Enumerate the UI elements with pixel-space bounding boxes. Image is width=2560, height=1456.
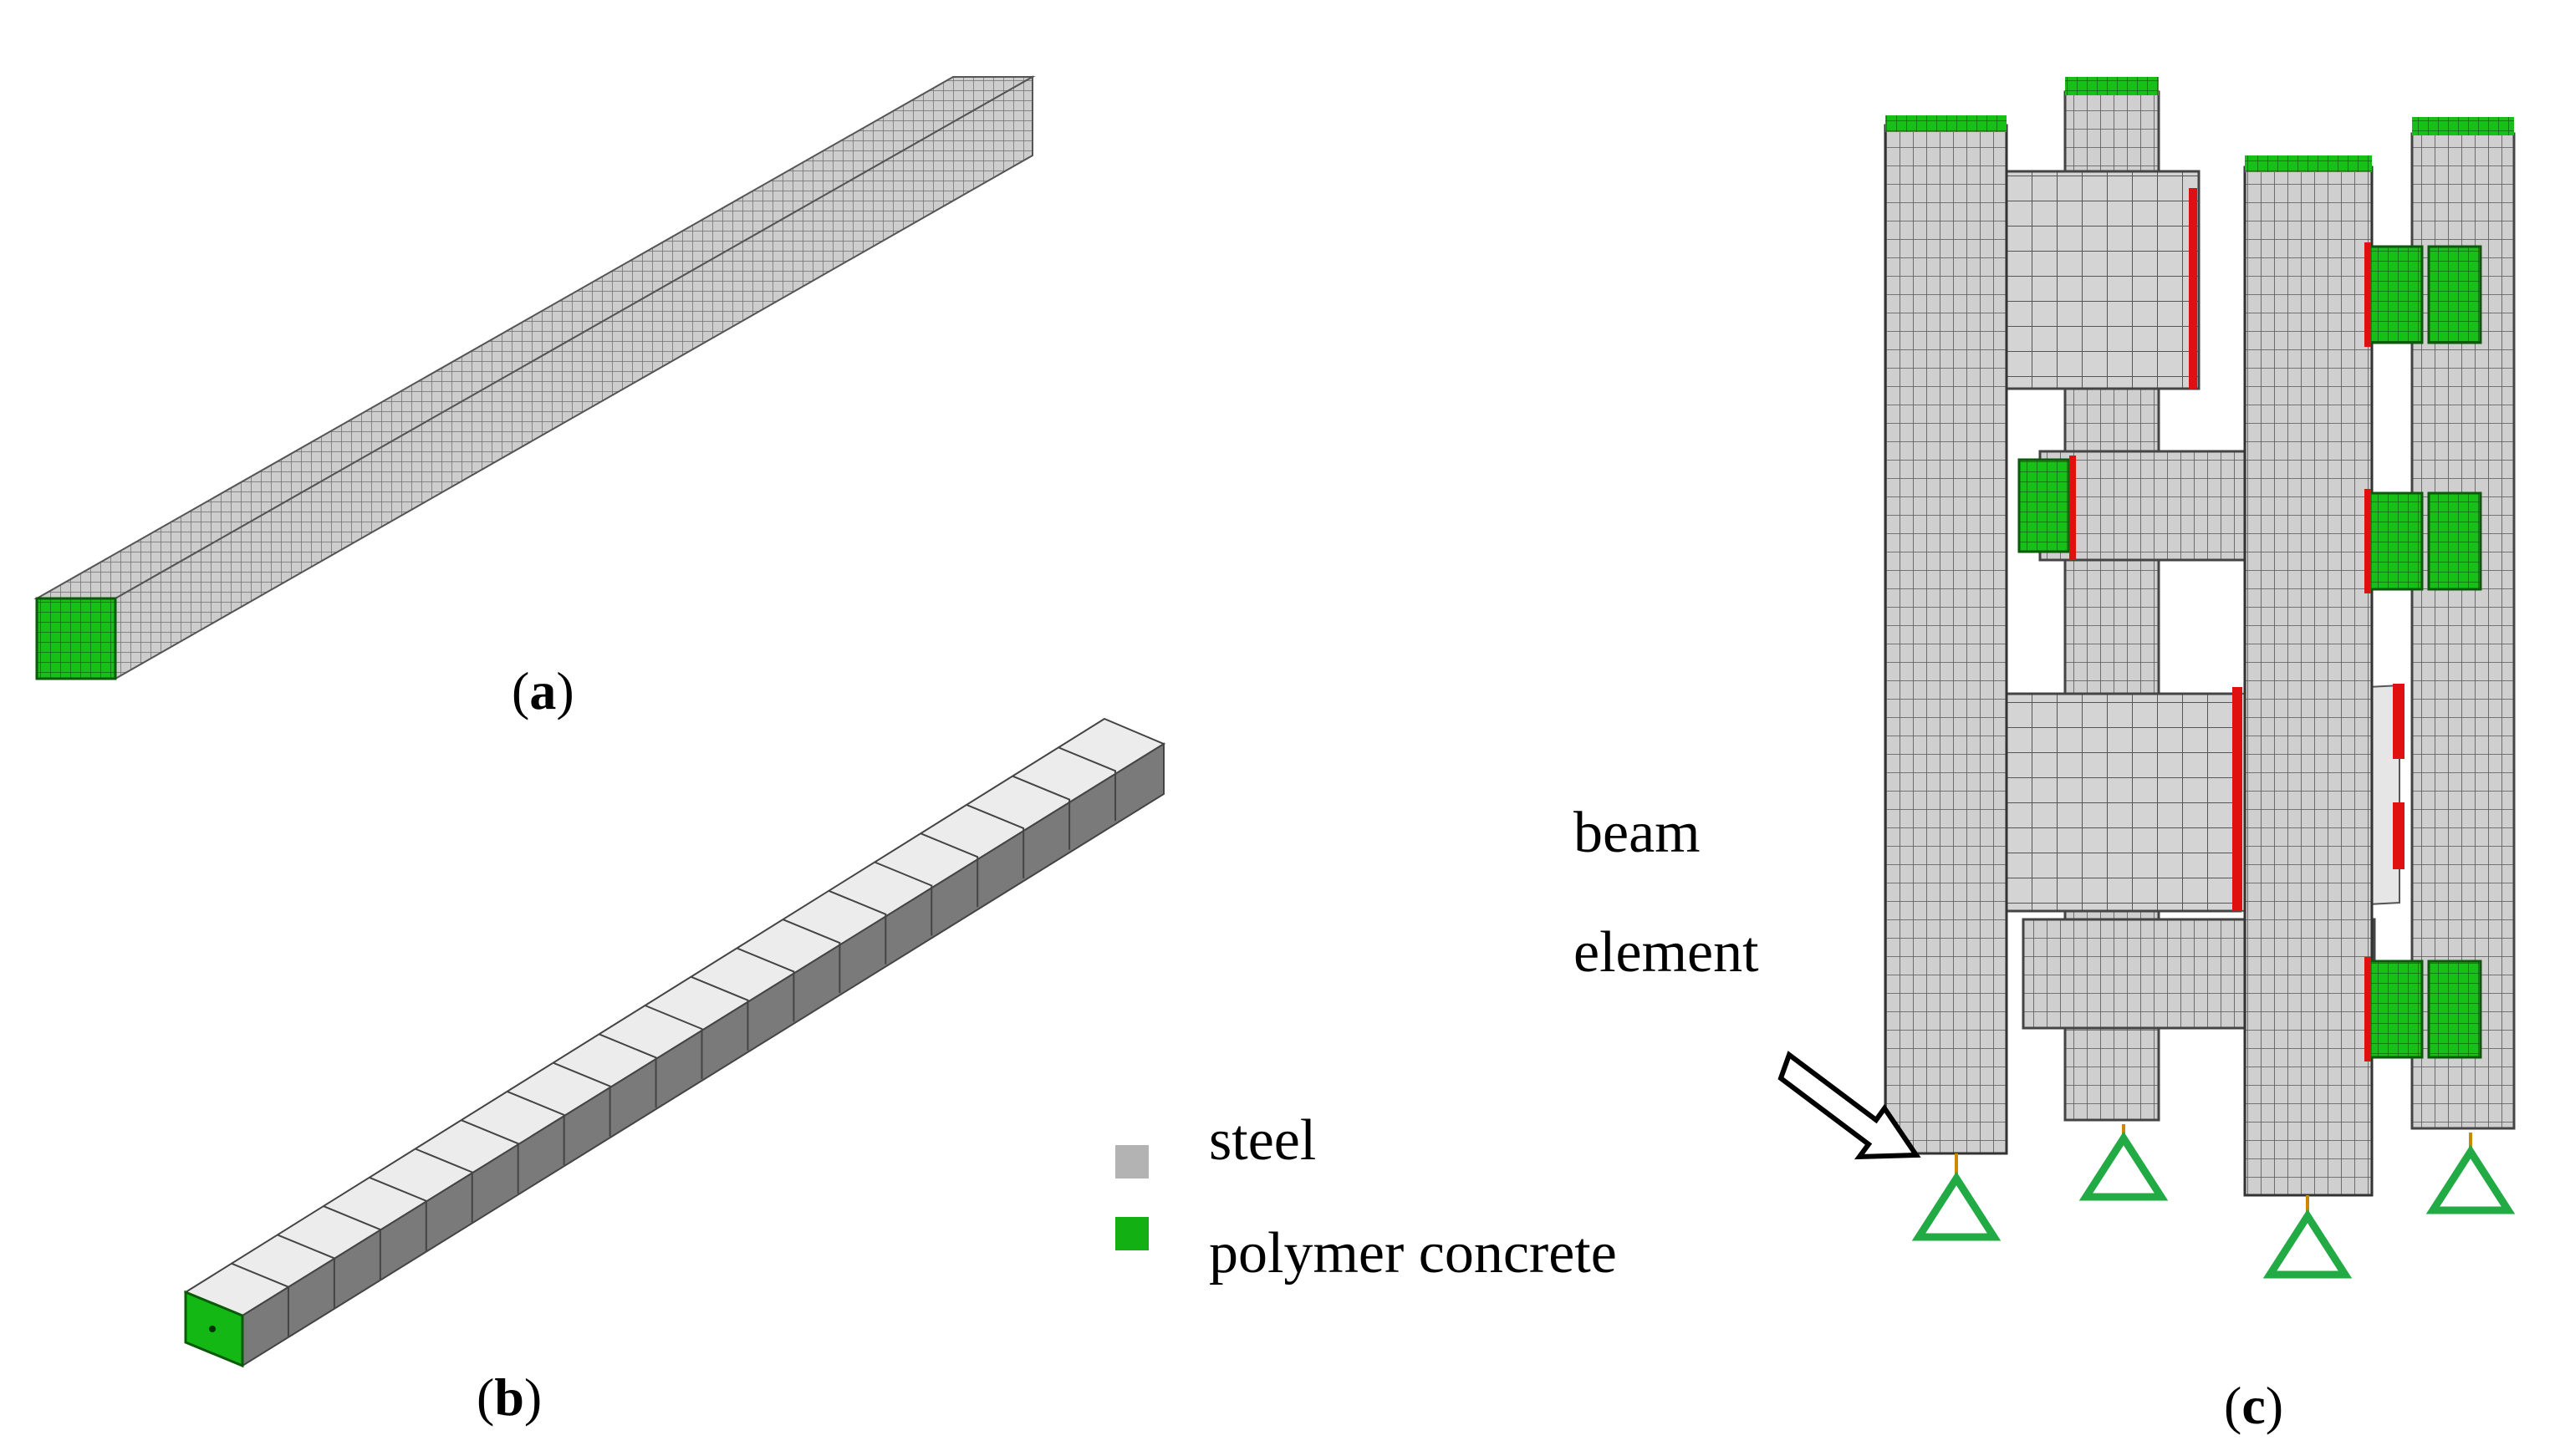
beam-segment-line bbox=[369, 1176, 427, 1251]
beam-segment-line bbox=[415, 1148, 473, 1223]
pinned-supports bbox=[1911, 1124, 2516, 1279]
legend-swatch-polymer-concrete bbox=[1115, 1217, 1149, 1250]
beam-segment-line bbox=[323, 1205, 381, 1280]
support-triangle-icon bbox=[2078, 1131, 2169, 1201]
arrow-icon bbox=[1777, 1051, 1921, 1160]
model-a-fine-mesh-column bbox=[33, 75, 1036, 680]
model-b-beam-element-column bbox=[183, 717, 1166, 1368]
support-triangle-icon bbox=[2262, 1209, 2353, 1279]
beam-segment-line bbox=[691, 975, 749, 1051]
support-triangle-icon bbox=[2425, 1144, 2516, 1214]
beam-segment-line bbox=[507, 1090, 565, 1165]
beam-segment-line bbox=[599, 1033, 657, 1108]
beam-segment-line bbox=[231, 1262, 289, 1337]
beam-segment-line bbox=[874, 861, 933, 936]
beam-segment-line bbox=[553, 1061, 611, 1137]
beam-segment-line bbox=[828, 889, 887, 965]
beam-segment-line bbox=[461, 1119, 519, 1194]
beam-segment-line bbox=[966, 803, 1025, 878]
beam-segment-line bbox=[1058, 746, 1117, 822]
beam-segment-line bbox=[645, 1005, 703, 1079]
legend-label-polymer-concrete: polymer concrete bbox=[1209, 1221, 1617, 1285]
beam-segment-line bbox=[782, 919, 841, 994]
legend-label-steel: steel bbox=[1209, 1108, 1317, 1173]
beam-segment-line bbox=[1012, 775, 1071, 850]
model-c-frame bbox=[1884, 77, 2516, 1197]
caption-c: (c) bbox=[2224, 1376, 2284, 1435]
annotation-beam: beam bbox=[1573, 801, 1701, 865]
annotation-element: element bbox=[1573, 920, 1759, 985]
beam-segment-line bbox=[737, 947, 795, 1022]
caption-b: (b) bbox=[477, 1367, 543, 1427]
beam-segment-line bbox=[920, 832, 979, 908]
beam-segment-line bbox=[277, 1234, 335, 1309]
legend-swatch-steel bbox=[1115, 1145, 1149, 1179]
beam-segment-lines bbox=[231, 746, 1117, 1337]
caption-a: (a) bbox=[512, 661, 574, 720]
support-triangle-icon bbox=[1911, 1171, 2002, 1241]
